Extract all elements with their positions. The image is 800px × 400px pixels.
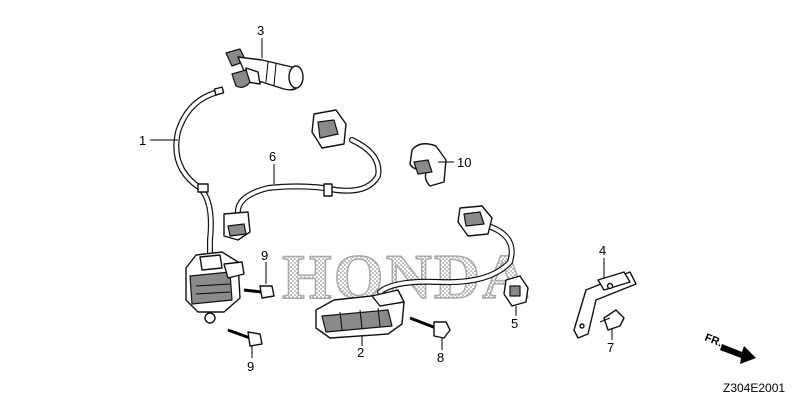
grommet — [503, 275, 529, 307]
screw — [599, 309, 625, 331]
front-direction-indicator: FR. — [703, 332, 756, 364]
arrow-icon — [720, 344, 756, 364]
callout-7: 7 — [607, 340, 614, 355]
wire-harness — [223, 109, 382, 241]
bolt-9-lower — [227, 328, 263, 347]
callout-1: 1 — [139, 133, 146, 148]
spark-plug-cap — [225, 48, 304, 91]
bolt-9-upper — [243, 285, 275, 299]
bolt-8 — [409, 316, 451, 339]
callout-9-upper: 9 — [261, 248, 268, 263]
callout-2: 2 — [357, 345, 364, 360]
callout-6: 6 — [269, 149, 276, 164]
ignition-coil — [173, 86, 245, 324]
callout-10: 10 — [457, 155, 471, 170]
callout-4: 4 — [599, 243, 606, 258]
callout-3: 3 — [257, 23, 264, 38]
bracket — [573, 271, 637, 339]
leader-lines — [150, 38, 613, 358]
cable-clamp — [409, 143, 447, 187]
diagram-code: Z304E2001 — [723, 381, 785, 395]
callout-8: 8 — [437, 350, 444, 365]
callout-9-lower: 9 — [247, 359, 254, 374]
control-unit — [315, 205, 515, 339]
direction-label: FR. — [703, 332, 724, 350]
callout-5: 5 — [511, 316, 518, 331]
